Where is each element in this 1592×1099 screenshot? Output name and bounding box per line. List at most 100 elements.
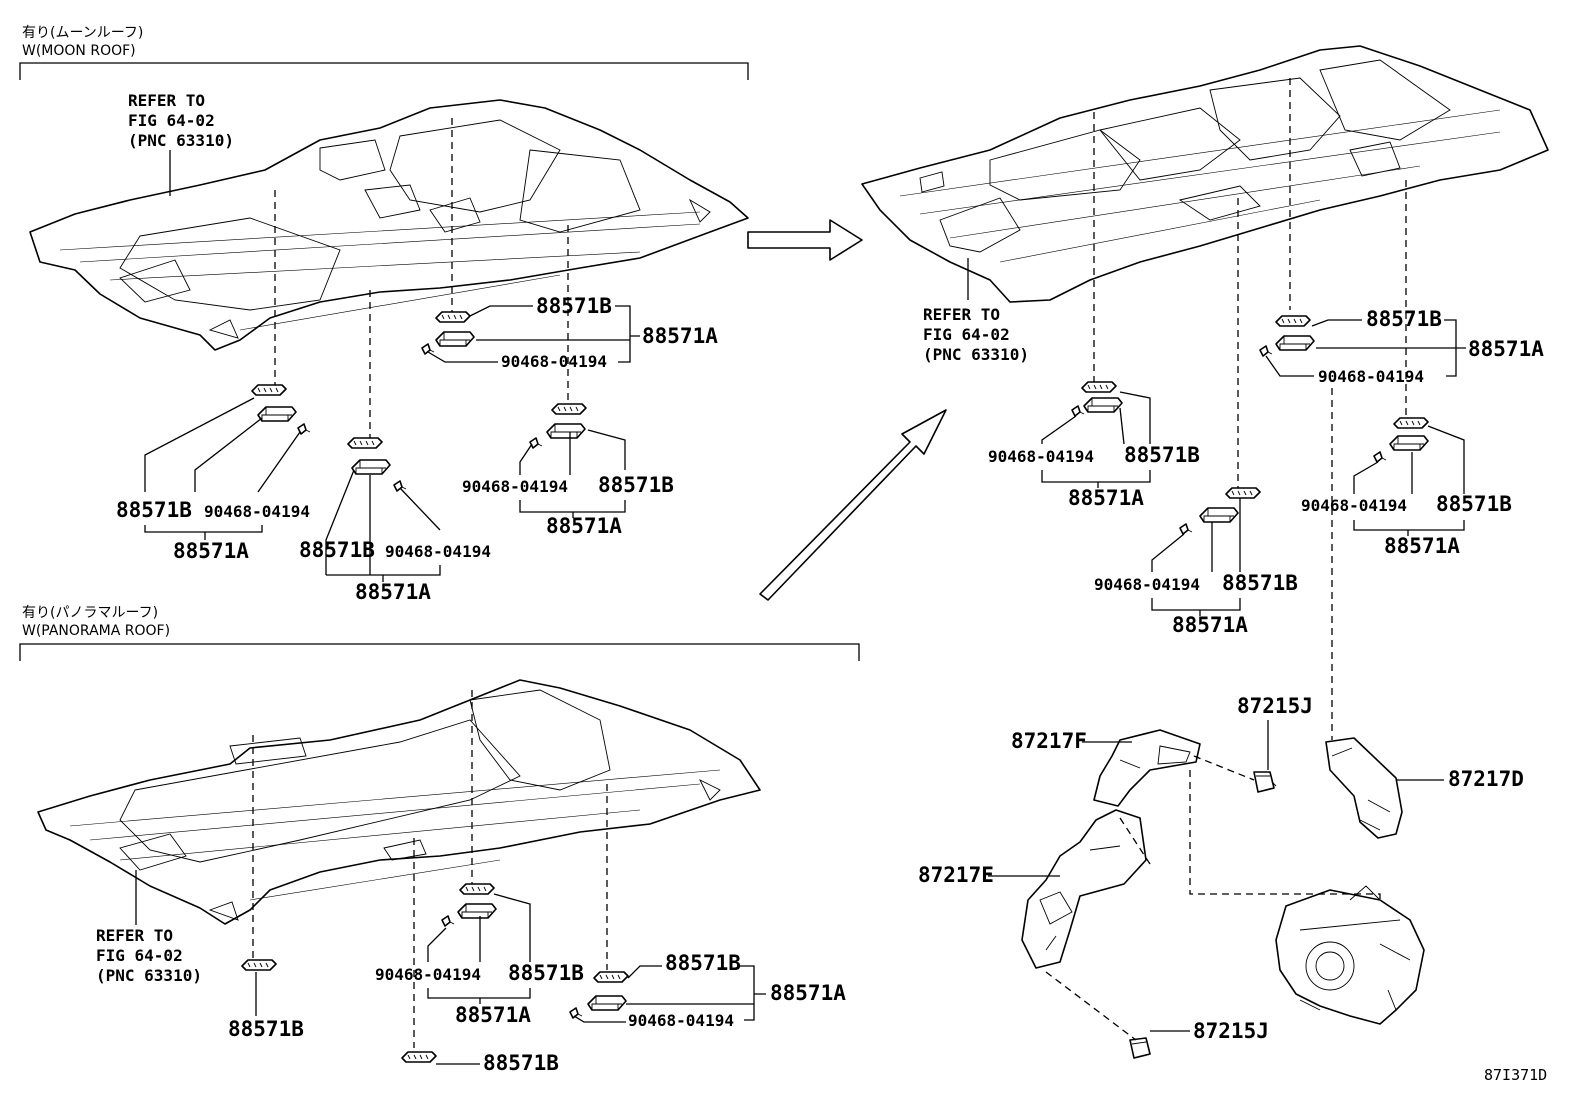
svg-text:(PNC 63310): (PNC 63310) xyxy=(923,345,1029,364)
leaders-m2 xyxy=(325,469,441,582)
label-88571B-r2: 88571B xyxy=(1222,571,1298,595)
figure-id: 87I371D xyxy=(1484,1066,1547,1084)
label-88571A-r3: 88571A xyxy=(1468,337,1544,361)
label-88571B-p1: 88571B xyxy=(228,1017,304,1041)
label-90468-r3: 90468-04194 xyxy=(1318,367,1424,386)
label-88571B-m4: 88571B xyxy=(598,473,674,497)
label-87215J-lower: 87215J xyxy=(1193,1019,1269,1043)
arrow-right xyxy=(747,219,863,261)
label-90468-m4: 90468-04194 xyxy=(462,477,568,496)
label-90468-p3: 90468-04194 xyxy=(375,965,481,984)
moon-roof-label-en: W(MOON ROOF) xyxy=(22,43,136,59)
leaders-p4 xyxy=(573,965,766,1023)
panorama-roof-label-jp: 有り(パノラマルーフ) xyxy=(22,605,158,621)
clip-87215J-lower xyxy=(1129,1037,1151,1059)
label-88571B-p4: 88571B xyxy=(665,951,741,975)
svg-text:FIG 64-02: FIG 64-02 xyxy=(128,111,215,130)
clip-88571B-r3 xyxy=(1275,315,1311,327)
refer-to-moon: REFER TO FIG 64-02 (PNC 63310) xyxy=(128,91,234,150)
leaders-m4 xyxy=(519,429,626,518)
leaders-m3 xyxy=(427,305,640,363)
label-90468-r2: 90468-04194 xyxy=(1094,575,1200,594)
label-88571A-r4: 88571A xyxy=(1384,534,1460,558)
panorama-roof-label-en: W(PANORAMA ROOF) xyxy=(22,623,170,639)
screw-90468-p3 xyxy=(441,915,455,927)
label-88571B-r3: 88571B xyxy=(1366,307,1442,331)
label-87217D: 87217D xyxy=(1448,767,1524,791)
svg-text:REFER TO: REFER TO xyxy=(96,926,173,945)
label-88571A-m2: 88571A xyxy=(355,580,431,604)
label-88571B-r4: 88571B xyxy=(1436,492,1512,516)
label-90468-r1: 90468-04194 xyxy=(988,447,1094,466)
label-88571A-m4: 88571A xyxy=(546,514,622,538)
screw-90468-moon-2 xyxy=(393,480,407,492)
leader-ducts xyxy=(1045,755,1381,1041)
refer-to-panorama: REFER TO FIG 64-02 (PNC 63310) xyxy=(96,926,202,985)
label-90468-p4: 90468-04194 xyxy=(628,1011,734,1030)
svg-text:REFER TO: REFER TO xyxy=(128,91,205,110)
label-88571B-m3: 88571B xyxy=(536,294,612,318)
label-87217E: 87217E xyxy=(918,863,994,887)
clip-88571A-moon-1 xyxy=(257,406,297,422)
label-90468-m2: 90468-04194 xyxy=(385,542,491,561)
label-88571B-p2: 88571B xyxy=(483,1051,559,1075)
panorama-roof-bracket xyxy=(19,643,860,661)
label-88571B-m1: 88571B xyxy=(116,498,192,522)
moon-roof-bracket xyxy=(19,62,749,80)
svg-text:REFER TO: REFER TO xyxy=(923,305,1000,324)
label-87215J-upper: 87215J xyxy=(1237,694,1313,718)
clip-88571A-moon-4 xyxy=(546,423,586,439)
clip-88571B-r2 xyxy=(1225,487,1261,499)
clip-88571B-r1 xyxy=(1081,381,1117,393)
clip-88571A-r4 xyxy=(1389,435,1429,451)
clip-88571B-moon-3 xyxy=(435,311,471,323)
label-88571A-p3: 88571A xyxy=(455,1003,531,1027)
label-90468-r4: 90468-04194 xyxy=(1301,496,1407,515)
duct-87217D xyxy=(1325,737,1403,839)
clip-88571B-p3 xyxy=(459,883,495,895)
leaders-r4 xyxy=(1353,425,1465,536)
label-90468-m1: 90468-04194 xyxy=(204,502,310,521)
clip-88571B-moon-4 xyxy=(551,403,587,415)
panorama-roof-headliner xyxy=(37,679,761,925)
blower-unit xyxy=(1275,885,1425,1025)
screw-90468-r3 xyxy=(1259,345,1273,357)
clip-88571B-p2 xyxy=(401,1051,437,1063)
label-88571A-p4: 88571A xyxy=(770,981,846,1005)
svg-text:(PNC 63310): (PNC 63310) xyxy=(96,966,202,985)
moon-roof-headliner xyxy=(29,99,749,351)
duct-87217E xyxy=(1021,809,1147,969)
clip-88571A-r3 xyxy=(1275,335,1315,351)
label-88571B-p3: 88571B xyxy=(508,961,584,985)
clip-88571B-moon-1 xyxy=(251,384,287,396)
screw-90468-r4 xyxy=(1373,451,1387,463)
leaders-r3 xyxy=(1265,319,1466,377)
clip-88571A-p3 xyxy=(457,903,497,919)
label-88571A-m3: 88571A xyxy=(642,324,718,348)
svg-text:FIG 64-02: FIG 64-02 xyxy=(96,946,183,965)
screw-90468-r1 xyxy=(1071,405,1085,417)
label-88571B-m2: 88571B xyxy=(299,538,375,562)
screw-90468-moon-4 xyxy=(529,437,543,449)
clip-88571B-p1 xyxy=(241,959,277,971)
leaders-p3 xyxy=(427,893,531,1004)
label-88571A-r1: 88571A xyxy=(1068,486,1144,510)
clip-88571B-moon-2 xyxy=(347,437,383,449)
label-88571A-m1: 88571A xyxy=(173,539,249,563)
clip-87215J-upper xyxy=(1253,771,1277,793)
clip-88571A-moon-3 xyxy=(435,331,475,347)
refer-to-right: REFER TO FIG 64-02 (PNC 63310) xyxy=(923,305,1029,364)
svg-text:(PNC 63310): (PNC 63310) xyxy=(128,131,234,150)
clip-88571B-p4 xyxy=(593,971,629,983)
clip-88571B-r4 xyxy=(1393,417,1429,429)
clip-88571A-p4 xyxy=(587,995,627,1011)
svg-text:FIG 64-02: FIG 64-02 xyxy=(923,325,1010,344)
clip-88571A-r1 xyxy=(1083,397,1123,413)
label-90468-m3: 90468-04194 xyxy=(501,352,607,371)
leaders-r2 xyxy=(1151,498,1241,616)
clip-88571A-r2 xyxy=(1199,507,1239,523)
duct-87217F xyxy=(1093,729,1201,807)
clip-88571A-moon-2 xyxy=(351,459,391,475)
moon-roof-label-jp: 有り(ムーンルーフ) xyxy=(22,25,143,41)
